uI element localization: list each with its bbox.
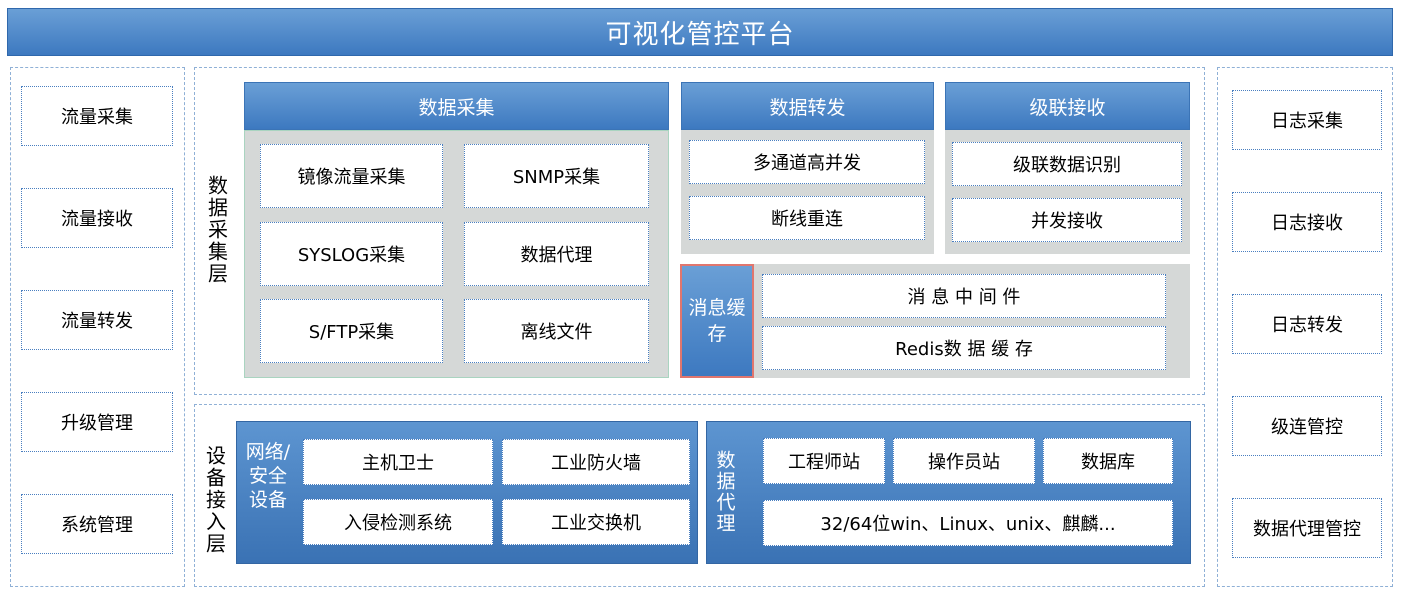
engineer-station[interactable]: 工程师站 [763,438,885,484]
left-item-traffic-receive[interactable]: 流量接收 [21,188,173,248]
right-item-log-receive[interactable]: 日志接收 [1232,192,1382,252]
host-guard[interactable]: 主机卫士 [303,439,493,485]
intrusion-detection[interactable]: 入侵检测系统 [303,499,493,545]
right-item-cascade-control[interactable]: 级连管控 [1232,396,1382,456]
concurrent-receive[interactable]: 并发接收 [952,198,1182,242]
industrial-firewall[interactable]: 工业防火墙 [502,439,690,485]
os-platforms[interactable]: 32/64位win、Linux、unix、麒麟... [763,500,1173,546]
message-middleware[interactable]: 消 息 中 间 件 [762,274,1166,318]
left-item-traffic-forward[interactable]: 流量转发 [21,290,173,350]
access-layer-label: 设备接入层 [202,445,227,555]
left-item-upgrade-manage[interactable]: 升级管理 [21,392,173,452]
snmp-collect[interactable]: SNMP采集 [464,144,649,208]
multi-channel-concurrency[interactable]: 多通道高并发 [689,140,925,184]
message-cache-label: 消息缓存 [680,264,754,378]
operator-station[interactable]: 操作员站 [893,438,1035,484]
reconnect[interactable]: 断线重连 [689,196,925,240]
data-proxy-collect[interactable]: 数据代理 [464,222,649,286]
right-item-log-forward[interactable]: 日志转发 [1232,294,1382,354]
data-collection-header: 数据采集 [244,82,669,130]
data-forward-header: 数据转发 [681,82,934,130]
network-security-label: 网络/安全设备 [245,441,291,511]
data-proxy-label: 数据代理 [713,450,736,534]
cascade-receive-header: 级联接收 [945,82,1190,130]
left-item-system-manage[interactable]: 系统管理 [21,494,173,554]
sftp-collect[interactable]: S/FTP采集 [260,299,443,363]
redis-cache[interactable]: Redis数 据 缓 存 [762,326,1166,370]
cascade-data-identify[interactable]: 级联数据识别 [952,142,1182,186]
industrial-switch[interactable]: 工业交换机 [502,499,690,545]
platform-title: 可视化管控平台 [7,8,1393,56]
right-item-log-collect[interactable]: 日志采集 [1232,90,1382,150]
collection-layer-label: 数据采集层 [204,175,229,285]
mirror-traffic-collect[interactable]: 镜像流量采集 [260,144,443,208]
right-item-proxy-control[interactable]: 数据代理管控 [1232,498,1382,558]
offline-file[interactable]: 离线文件 [464,299,649,363]
syslog-collect[interactable]: SYSLOG采集 [260,222,443,286]
left-item-traffic-collect[interactable]: 流量采集 [21,86,173,146]
database[interactable]: 数据库 [1043,438,1173,484]
